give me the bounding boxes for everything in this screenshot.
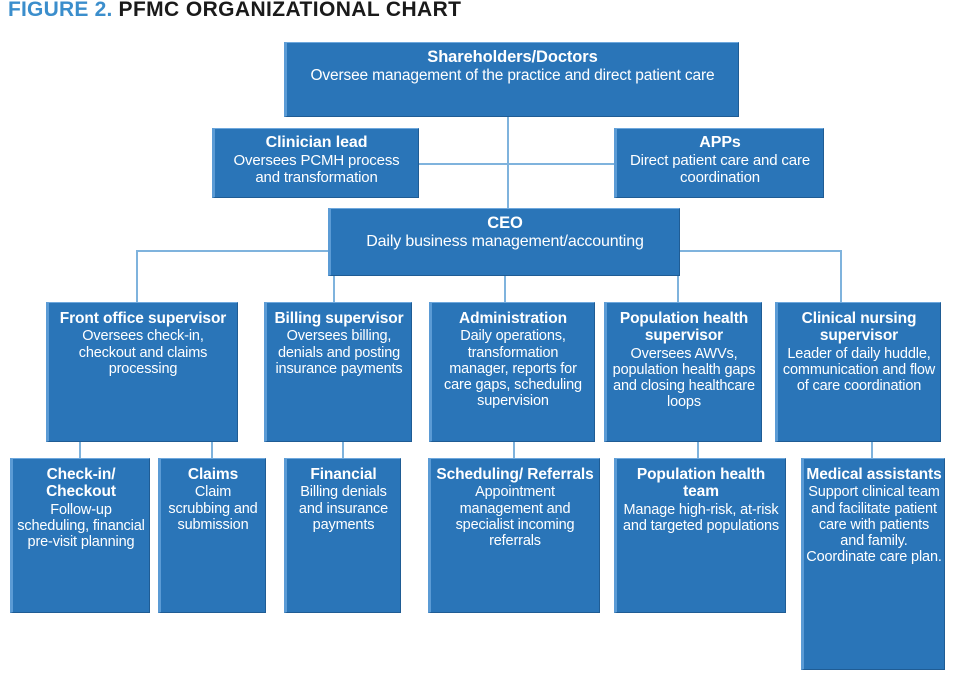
node-title: Billing supervisor: [274, 310, 404, 327]
node-title: Clinician lead: [265, 134, 368, 151]
node-description: Direct patient care and care coordinatio…: [629, 151, 811, 186]
node-description: Leader of daily huddle, communication an…: [782, 345, 936, 395]
figure-number-label: FIGURE 2.: [8, 0, 113, 21]
node-title: Medical assistants: [806, 466, 942, 483]
connector-administration-to-scheduling: [513, 441, 515, 458]
node-description: Oversee management of the practice and d…: [310, 67, 715, 85]
node-check-in-checkout[interactable]: Check-in/ Checkout Follow-up scheduling,…: [10, 458, 150, 613]
node-title: Clinical nursing supervisor: [801, 310, 917, 345]
connector-billing-to-financial: [342, 441, 344, 458]
node-title: Check-in/ Checkout: [46, 466, 116, 501]
node-title: Front office supervisor: [59, 310, 227, 327]
node-title: Shareholders/Doctors: [427, 48, 598, 66]
node-title: Population health supervisor: [619, 310, 749, 345]
node-shareholders-doctors[interactable]: Shareholders/Doctors Oversee management …: [284, 42, 739, 117]
node-administration[interactable]: Administration Daily operations, transfo…: [429, 302, 595, 442]
node-description: Oversees PCMH process and transformation: [233, 151, 400, 186]
node-description: Manage high-risk, at-risk and targeted p…: [622, 501, 780, 534]
connector-ceo-to-population-health: [677, 275, 679, 302]
node-scheduling-referrals[interactable]: Scheduling/ Referrals Appointment manage…: [428, 458, 600, 613]
connector-front-office-to-claims: [211, 441, 213, 458]
figure-title-text: PFMC ORGANIZATIONAL CHART: [118, 0, 462, 21]
node-description: Billing denials and insurance payments: [298, 484, 389, 533]
node-front-office-supervisor[interactable]: Front office supervisor Oversees check-i…: [46, 302, 238, 442]
connector-front-office-to-checkin: [79, 441, 81, 458]
node-billing-supervisor[interactable]: Billing supervisor Oversees billing, den…: [264, 302, 412, 442]
node-title: CEO: [487, 214, 523, 232]
node-apps[interactable]: APPs Direct patient care and care coordi…: [614, 128, 824, 198]
node-title: Scheduling/ Referrals: [436, 466, 594, 483]
node-description: Oversees check-in, checkout and claims p…: [78, 328, 208, 377]
node-description: Oversees billing, denials and posting in…: [275, 328, 403, 377]
node-clinical-nursing-supervisor[interactable]: Clinical nursing supervisor Leader of da…: [775, 302, 941, 442]
node-description: Follow-up scheduling, financial pre-visi…: [17, 501, 145, 551]
connector-nursing-to-medical-assistants: [871, 441, 873, 458]
node-title: Claims: [187, 466, 239, 483]
node-description: Oversees AWVs, population health gaps an…: [612, 345, 756, 411]
node-clinician-lead[interactable]: Clinician lead Oversees PCMH process and…: [212, 128, 419, 198]
node-description: Daily business management/accounting: [366, 233, 644, 251]
connector-pophealth-to-team: [697, 441, 699, 458]
node-ceo[interactable]: CEO Daily business management/accounting: [328, 208, 680, 276]
node-financial[interactable]: Financial Billing denials and insurance …: [284, 458, 401, 613]
connector-ceo-to-billing: [333, 275, 335, 302]
connector-ceo-left-riser: [136, 250, 138, 302]
node-title: Administration: [459, 310, 567, 327]
connector-ceo-right-riser: [840, 250, 842, 302]
connector-tier2-horizontal: [418, 163, 508, 165]
node-description: Daily operations, transformation manager…: [444, 328, 582, 410]
node-medical-assistants[interactable]: Medical assistants Support clinical team…: [801, 458, 945, 670]
node-description: Claim scrubbing and submission: [168, 484, 258, 533]
connector-shareholders-trunk: [507, 116, 509, 216]
connector-ceo-to-administration: [504, 275, 506, 302]
node-description: Appointment management and specialist in…: [455, 484, 575, 550]
node-title: Financial: [310, 466, 377, 483]
node-title: Population health team: [636, 466, 766, 501]
node-claims[interactable]: Claims Claim scrubbing and submission: [158, 458, 266, 613]
figure-title: FIGURE 2. PFMC ORGANIZATIONAL CHART: [8, 0, 461, 22]
node-population-health-supervisor[interactable]: Population health supervisor Oversees AW…: [604, 302, 762, 442]
node-population-health-team[interactable]: Population health team Manage high-risk,…: [614, 458, 786, 613]
connector-tier2-horizontal-right: [507, 163, 615, 165]
node-description: Support clinical team and facilitate pat…: [806, 484, 942, 566]
node-title: APPs: [699, 134, 741, 151]
